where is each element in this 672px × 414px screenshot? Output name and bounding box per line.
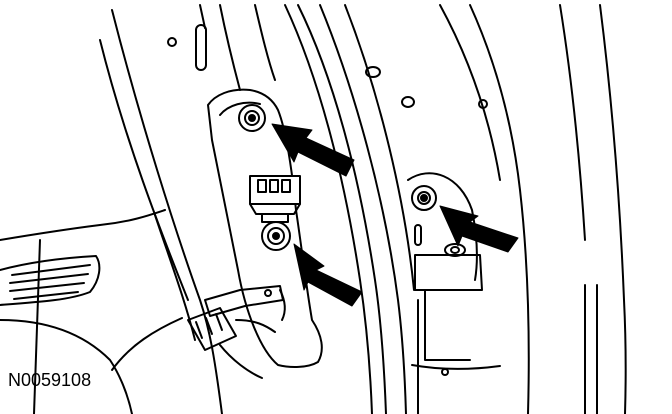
b-pillar-trim bbox=[284, 4, 415, 414]
figure-reference-code: N0059108 bbox=[8, 370, 92, 390]
lower-bolt bbox=[261, 221, 291, 251]
arrow-upper-bolt bbox=[271, 123, 355, 177]
seat-vent bbox=[0, 209, 196, 414]
callout-arrows bbox=[271, 123, 519, 307]
sensor-module bbox=[249, 175, 301, 223]
arrow-right-bolt bbox=[439, 205, 519, 253]
leader-line bbox=[111, 317, 183, 371]
right-pillar bbox=[407, 4, 530, 414]
arrow-lower-bolt bbox=[293, 243, 363, 307]
upper-bolt bbox=[238, 104, 266, 132]
left-pillar-panel bbox=[99, 4, 276, 414]
right-bolt bbox=[411, 185, 437, 211]
wiring-connector bbox=[187, 285, 286, 379]
door-edge bbox=[559, 4, 627, 414]
mounting-bracket bbox=[207, 88, 323, 368]
